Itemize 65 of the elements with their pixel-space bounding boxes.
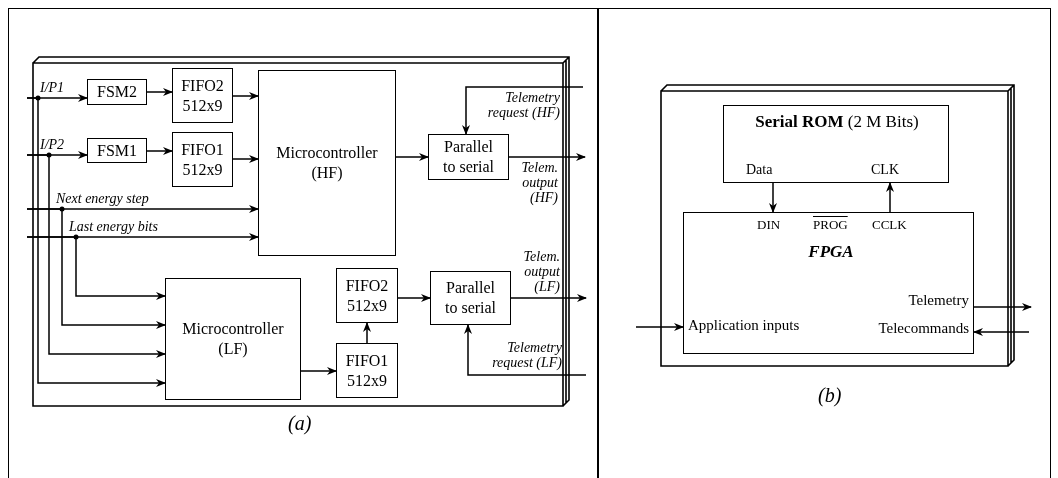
panel-caption: (a) xyxy=(288,411,312,437)
node-label: CCLK xyxy=(872,217,908,234)
arrow xyxy=(886,182,894,213)
edge-label: Next energy step xyxy=(56,191,150,206)
arrow xyxy=(395,153,429,161)
arrow xyxy=(363,322,371,344)
edge-label: I/P2 xyxy=(40,137,66,152)
arrow xyxy=(973,328,1030,336)
process-box xyxy=(87,79,147,105)
node-label: FSM1 xyxy=(96,140,138,161)
arrow xyxy=(635,323,684,331)
edge-label: Telem. output (HF) xyxy=(520,160,558,205)
node-label: CLK xyxy=(871,161,900,179)
process-box xyxy=(165,278,301,400)
process-box xyxy=(430,271,511,325)
arrow xyxy=(232,92,259,100)
arrow xyxy=(510,294,587,302)
node-label: Application inputs xyxy=(688,316,801,335)
process-box xyxy=(258,70,396,256)
process-box xyxy=(336,268,398,323)
edge-label: Telem. output (LF) xyxy=(522,249,560,294)
edge-label: I/P1 xyxy=(40,80,66,95)
node-label: DIN xyxy=(757,217,782,234)
process-box xyxy=(428,134,509,180)
arrow xyxy=(26,97,166,387)
arrow xyxy=(146,88,173,96)
node-label: FIFO2 512x9 xyxy=(180,75,225,116)
process-box xyxy=(683,212,974,354)
arrow xyxy=(300,367,337,375)
board-outline xyxy=(33,57,569,406)
arrow xyxy=(464,324,587,376)
node-label: Microcontroller (HF) xyxy=(275,143,379,183)
arrow xyxy=(146,147,173,155)
board-outline xyxy=(661,85,1014,366)
node-label: FIFO1 512x9 xyxy=(180,139,225,180)
node-label: FPGA xyxy=(807,241,855,263)
edge-label: Last energy bits xyxy=(69,219,159,234)
node-label: FSM2 xyxy=(96,82,138,102)
node-label: Data xyxy=(746,161,774,179)
edge-label: Telemetry request (LF) xyxy=(491,340,562,370)
arrow xyxy=(232,155,259,163)
arrow xyxy=(26,208,166,329)
arrow xyxy=(397,294,431,302)
arrow xyxy=(973,303,1032,311)
node-label: PROG xyxy=(813,217,849,234)
process-box xyxy=(172,68,233,123)
process-box xyxy=(172,132,233,187)
panel-caption: (b) xyxy=(818,383,842,409)
process-box xyxy=(87,138,147,163)
edge-label: Telemetry request (HF) xyxy=(486,90,560,120)
node-label: FIFO2 512x9 xyxy=(344,275,390,316)
node-label: Parallel to serial xyxy=(443,278,498,318)
arrow xyxy=(26,236,166,300)
node-label: Telemetry xyxy=(907,291,969,310)
node-label: Microcontroller (LF) xyxy=(181,319,285,359)
arrow xyxy=(508,153,586,161)
process-box xyxy=(336,343,398,398)
arrow xyxy=(26,154,166,358)
node-label: FIFO1 512x9 xyxy=(344,350,390,391)
process-box xyxy=(723,105,949,183)
arrow xyxy=(769,182,777,213)
node-label: Serial ROM (2 M Bits) xyxy=(754,111,920,133)
arrow xyxy=(462,86,584,135)
node-label: Parallel to serial xyxy=(441,137,496,177)
node-label: Telecommands xyxy=(877,319,969,338)
